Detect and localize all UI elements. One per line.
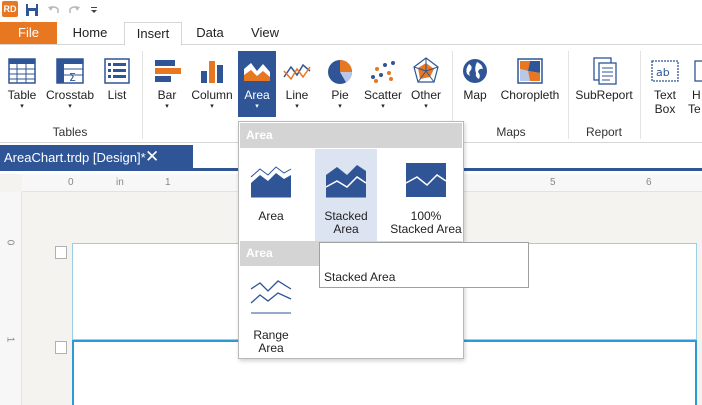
column-chart-button[interactable]: Column ▾ (188, 51, 236, 117)
gallery-item-range-area[interactable]: Range Area (240, 267, 302, 357)
line-chart-icon (283, 63, 311, 81)
ribbon-tab-row (0, 20, 702, 45)
table-icon (8, 58, 36, 84)
tab-insert[interactable]: Insert (124, 22, 182, 46)
line-chart-button[interactable]: Line ▾ (278, 51, 316, 117)
htmltextbox-button[interactable]: H Te (688, 51, 702, 117)
pie-chart-icon (328, 60, 352, 84)
gallery-item-area[interactable]: Area (240, 149, 302, 241)
area-chart-icon (250, 166, 292, 198)
group-separator (142, 51, 143, 139)
group-separator (568, 51, 569, 139)
vertical-ruler: 0 1 (0, 192, 22, 405)
tooltip: Stacked Area (319, 242, 529, 288)
crosstab-icon: Σ (56, 58, 84, 84)
radar-chart-icon (413, 57, 439, 83)
subreport-icon (593, 57, 617, 85)
globe-icon (463, 59, 487, 83)
gallery-item-100-stacked-area[interactable]: 100% Stacked Area (389, 149, 463, 241)
stacked-area-chart-icon (325, 165, 367, 198)
undo-icon[interactable] (46, 2, 62, 18)
tab-view[interactable]: View (251, 25, 279, 40)
svg-text:Σ: Σ (69, 71, 76, 84)
tab-data[interactable]: Data (196, 25, 224, 40)
textbox-icon: ab (651, 60, 679, 82)
area-chart-button[interactable]: Area ▾ (238, 51, 276, 117)
htmltextbox-icon (694, 60, 702, 82)
gallery-section-header: Area (240, 123, 462, 148)
crosstab-button[interactable]: Σ Crosstab ▾ (44, 51, 96, 117)
quick-access-toolbar: RD (0, 0, 702, 20)
full-stacked-area-chart-icon (405, 163, 447, 197)
area-chart-gallery: Area Area Stacked Area 100% (238, 121, 464, 359)
scatter-chart-icon (371, 61, 395, 83)
save-icon[interactable] (24, 2, 40, 18)
group-label-tables: Tables (52, 125, 88, 139)
close-icon[interactable]: ✕ (145, 147, 160, 166)
svg-text:ab: ab (656, 66, 670, 79)
choropleth-icon (517, 58, 543, 84)
other-chart-button[interactable]: Other ▾ (406, 51, 446, 117)
customize-caret-icon[interactable] (86, 2, 102, 18)
column-chart-icon (201, 61, 223, 83)
pie-chart-button[interactable]: Pie ▾ (320, 51, 360, 117)
list-button[interactable]: List (98, 51, 136, 117)
area-chart-icon (244, 63, 270, 81)
tooltip-text: Stacked Area (324, 270, 396, 284)
section-detail-icon[interactable] (55, 341, 67, 354)
document-tab[interactable]: AreaChart.trdp [Design]* ✕ (0, 145, 193, 171)
bar-chart-icon (155, 60, 181, 82)
app-logo-icon: RD (2, 1, 18, 17)
choropleth-button[interactable]: Choropleth (496, 51, 564, 117)
ribbon-insert: Table ▾ Σ Crosstab ▾ List Tables (0, 45, 702, 143)
group-label-maps: Maps (496, 125, 526, 139)
bar-chart-button[interactable]: Bar ▾ (148, 51, 186, 117)
section-header-icon[interactable] (55, 246, 67, 259)
subreport-button[interactable]: SubReport (572, 51, 636, 117)
group-label-report: Report (585, 125, 623, 139)
map-button[interactable]: Map (456, 51, 494, 117)
group-separator (640, 51, 641, 139)
group-separator (452, 51, 453, 139)
table-button[interactable]: Table ▾ (2, 51, 42, 117)
tab-file[interactable]: File (0, 22, 57, 44)
textbox-button[interactable]: ab Text Box (646, 51, 684, 117)
scatter-chart-button[interactable]: Scatter ▾ (362, 51, 404, 117)
redo-icon[interactable] (66, 2, 82, 18)
list-icon (104, 58, 130, 84)
document-tab-title: AreaChart.trdp [Design]* (4, 150, 146, 165)
gallery-item-stacked-area[interactable]: Stacked Area (315, 149, 377, 241)
range-area-chart-icon (250, 280, 292, 314)
tab-home[interactable]: Home (72, 25, 108, 40)
